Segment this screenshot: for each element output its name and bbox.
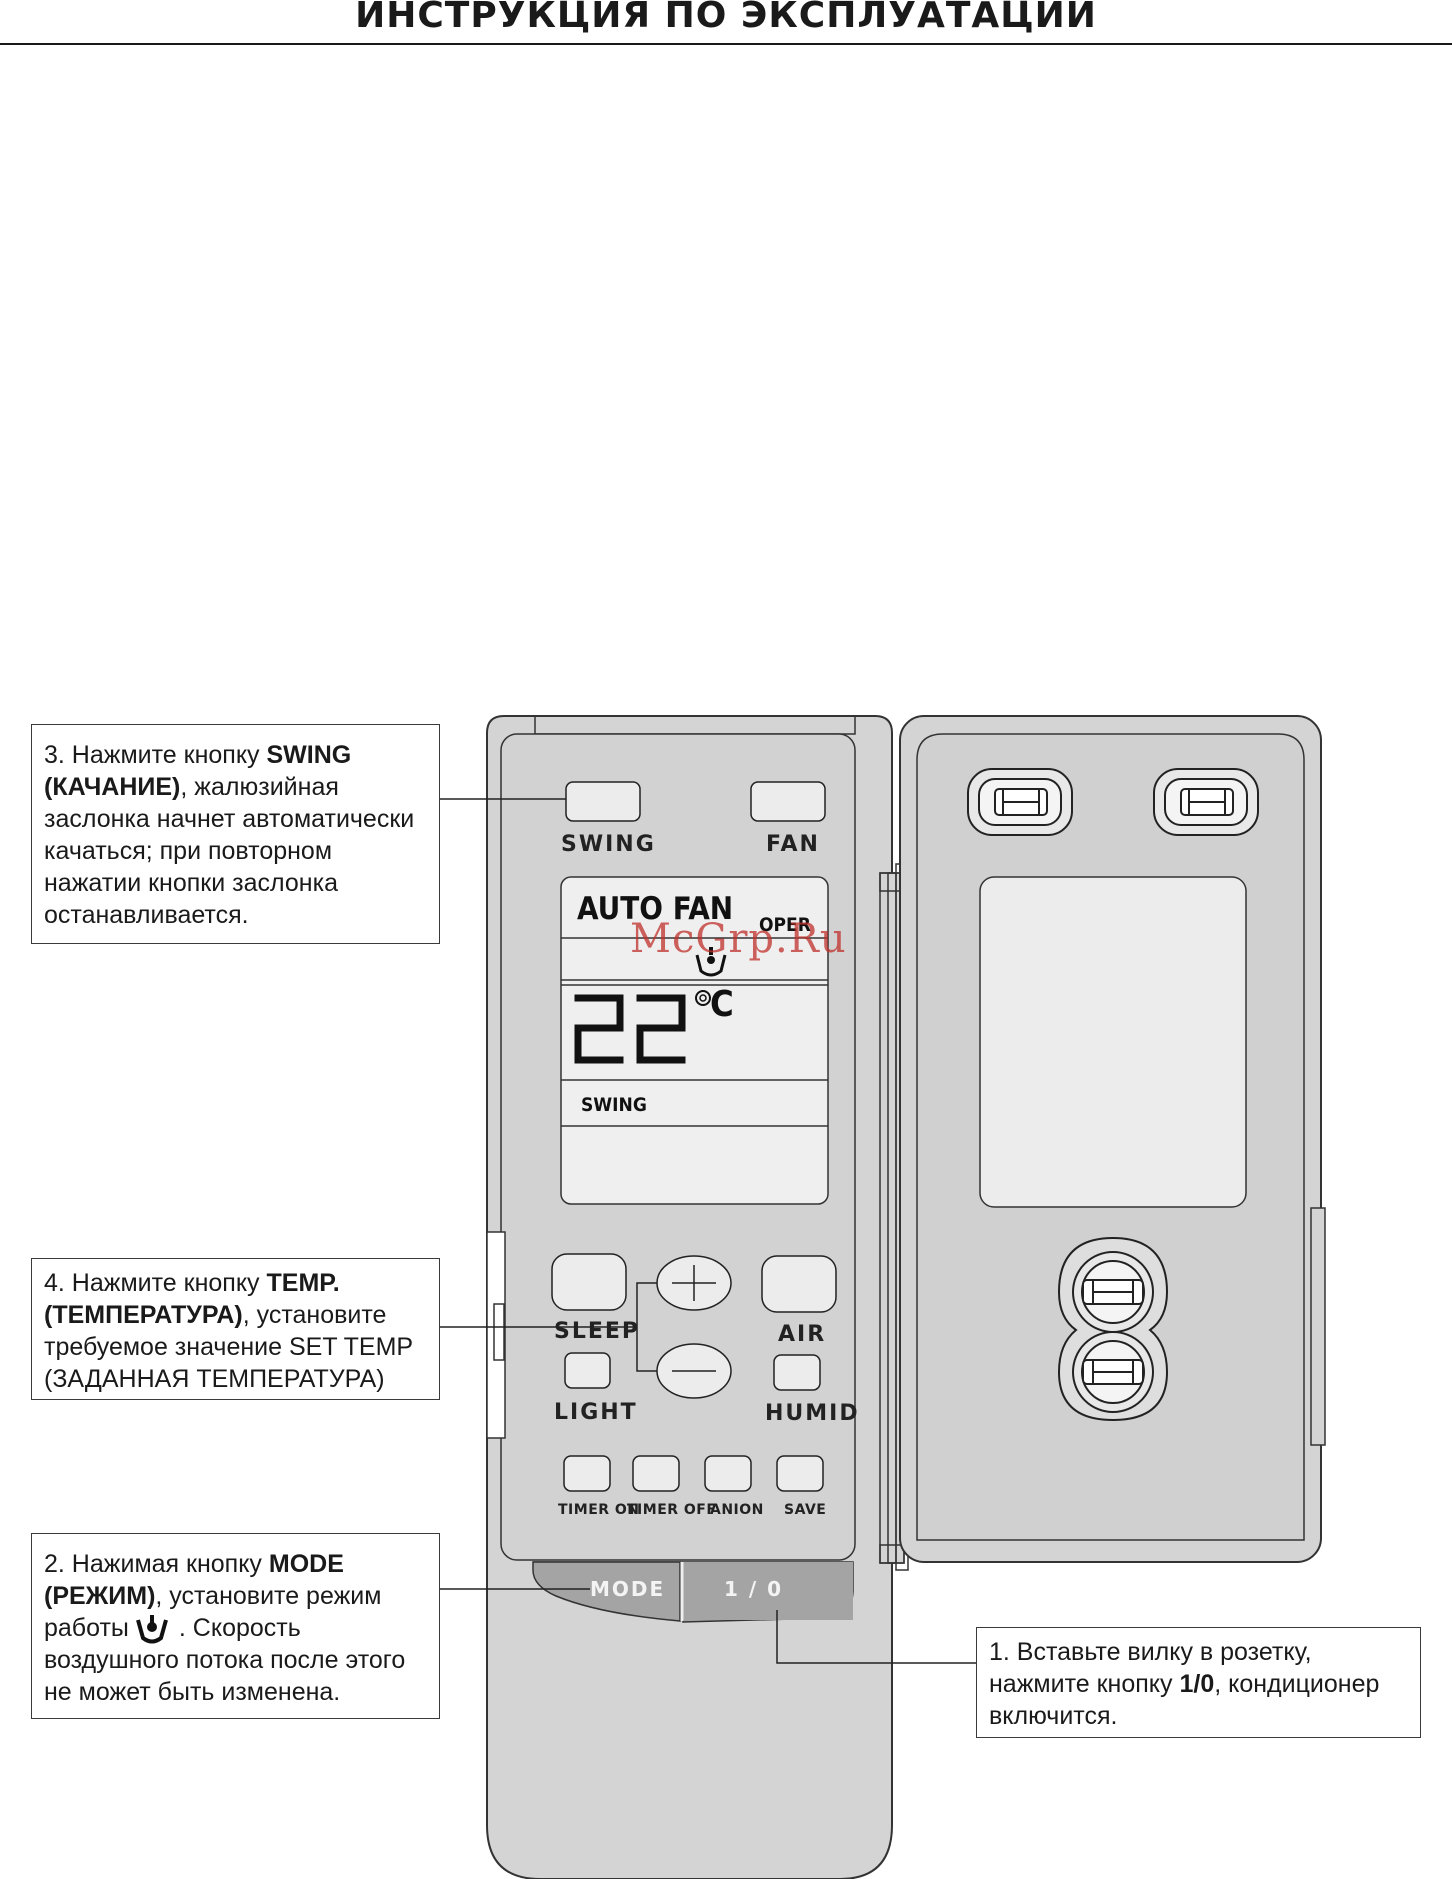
power-button-label: 1 / 0 (724, 1577, 783, 1601)
timer-off-label: TIMER OFF (627, 1502, 716, 1518)
air-button[interactable] (761, 1255, 837, 1313)
callout-step-1: 1. Вставьте вилку в розетку, нажмите кно… (976, 1627, 1421, 1738)
fan-button[interactable] (750, 781, 826, 822)
lcd-temperature-digits (574, 994, 686, 1064)
humid-button[interactable] (773, 1354, 821, 1391)
air-button-label: AIR (778, 1322, 826, 1347)
callout-step-1-prefix: 1. Вставьте вилку в розетку, нажмите кно… (989, 1638, 1312, 1698)
callout-step-3: 3. Нажмите кнопку SWING (КАЧАНИЕ), жалюз… (31, 724, 440, 944)
cover-screws-icon (1057, 1236, 1169, 1422)
callout-leader-lines (440, 798, 976, 1664)
battery-clip-right-icon (1153, 768, 1259, 836)
callout-step-3-prefix: 3. Нажмите кнопку (44, 741, 267, 769)
callout-step-3-rest: , жалюзийная заслонка начнет автоматичес… (44, 773, 415, 929)
timer-off-button[interactable] (632, 1455, 680, 1492)
lcd-oper-text: OPER (759, 914, 811, 936)
cover-window (979, 876, 1247, 1208)
callout-step-1-bold: 1/0 (1179, 1670, 1215, 1698)
humid-button-label: HUMID (765, 1401, 860, 1426)
anion-label: ANION (710, 1502, 764, 1518)
title-divider (0, 43, 1452, 45)
lcd-celsius-unit: C (710, 984, 734, 1025)
lcd-temperature-value: 22 (0, 0, 2, 1)
callout-step-4: 4. Нажмите кнопку TEMP. (ТЕМПЕРАТУРА), у… (31, 1258, 440, 1400)
timer-on-label: TIMER ON (558, 1502, 640, 1518)
callout-step-2-prefix: 2. Нажимая кнопку (44, 1550, 269, 1578)
sleep-button-label: SLEEP (554, 1319, 640, 1344)
mode-button[interactable] (532, 1561, 681, 1622)
lcd-mode-text: AUTO FAN (577, 891, 733, 927)
swing-button-label: SWING (561, 832, 656, 857)
save-label: SAVE (784, 1502, 826, 1518)
light-button-label: LIGHT (554, 1400, 638, 1425)
lcd-swing-indicator: SWING (581, 1094, 647, 1116)
callout-step-3-bold: SWING (КАЧАНИЕ) (44, 741, 352, 801)
dry-mode-icon (135, 1615, 168, 1644)
mode-button-label: MODE (590, 1577, 665, 1601)
callout-step-1-rest: , кондиционер включится. (989, 1670, 1380, 1730)
battery-clip-left-icon (967, 768, 1073, 836)
callout-step-2-bold: MODE (РЕЖИМ) (44, 1550, 344, 1610)
timer-on-button[interactable] (563, 1455, 611, 1492)
power-button[interactable] (681, 1562, 853, 1620)
callout-step-4-rest: , установите требуемое значение SET TEMP… (44, 1301, 413, 1393)
callout-step-4-prefix: 4. Нажмите кнопку (44, 1269, 267, 1297)
lcd-display (560, 876, 829, 1205)
save-button[interactable] (776, 1455, 824, 1492)
page-title: ИНСТРУКЦИЯ ПО ЭКСПЛУАТАЦИИ (355, 0, 1097, 36)
callout-step-2-rest2: . Скорость воздушного потока после этого… (44, 1614, 406, 1707)
anion-button[interactable] (704, 1455, 752, 1492)
sleep-button[interactable] (551, 1253, 627, 1311)
lcd-dry-mode-icon (695, 947, 727, 977)
callout-step-4-bold: TEMP. (ТЕМПЕРАТУРА) (44, 1269, 340, 1329)
callout-step-2-rest: , установите режим работы (44, 1582, 382, 1642)
watermark-text: McGrp.Ru (630, 916, 847, 962)
light-button[interactable] (564, 1352, 611, 1389)
swing-button[interactable] (565, 781, 641, 822)
fan-button-label: FAN (766, 832, 820, 857)
callout-step-2: 2. Нажимая кнопку MODE (РЕЖИМ), установи… (31, 1533, 440, 1719)
